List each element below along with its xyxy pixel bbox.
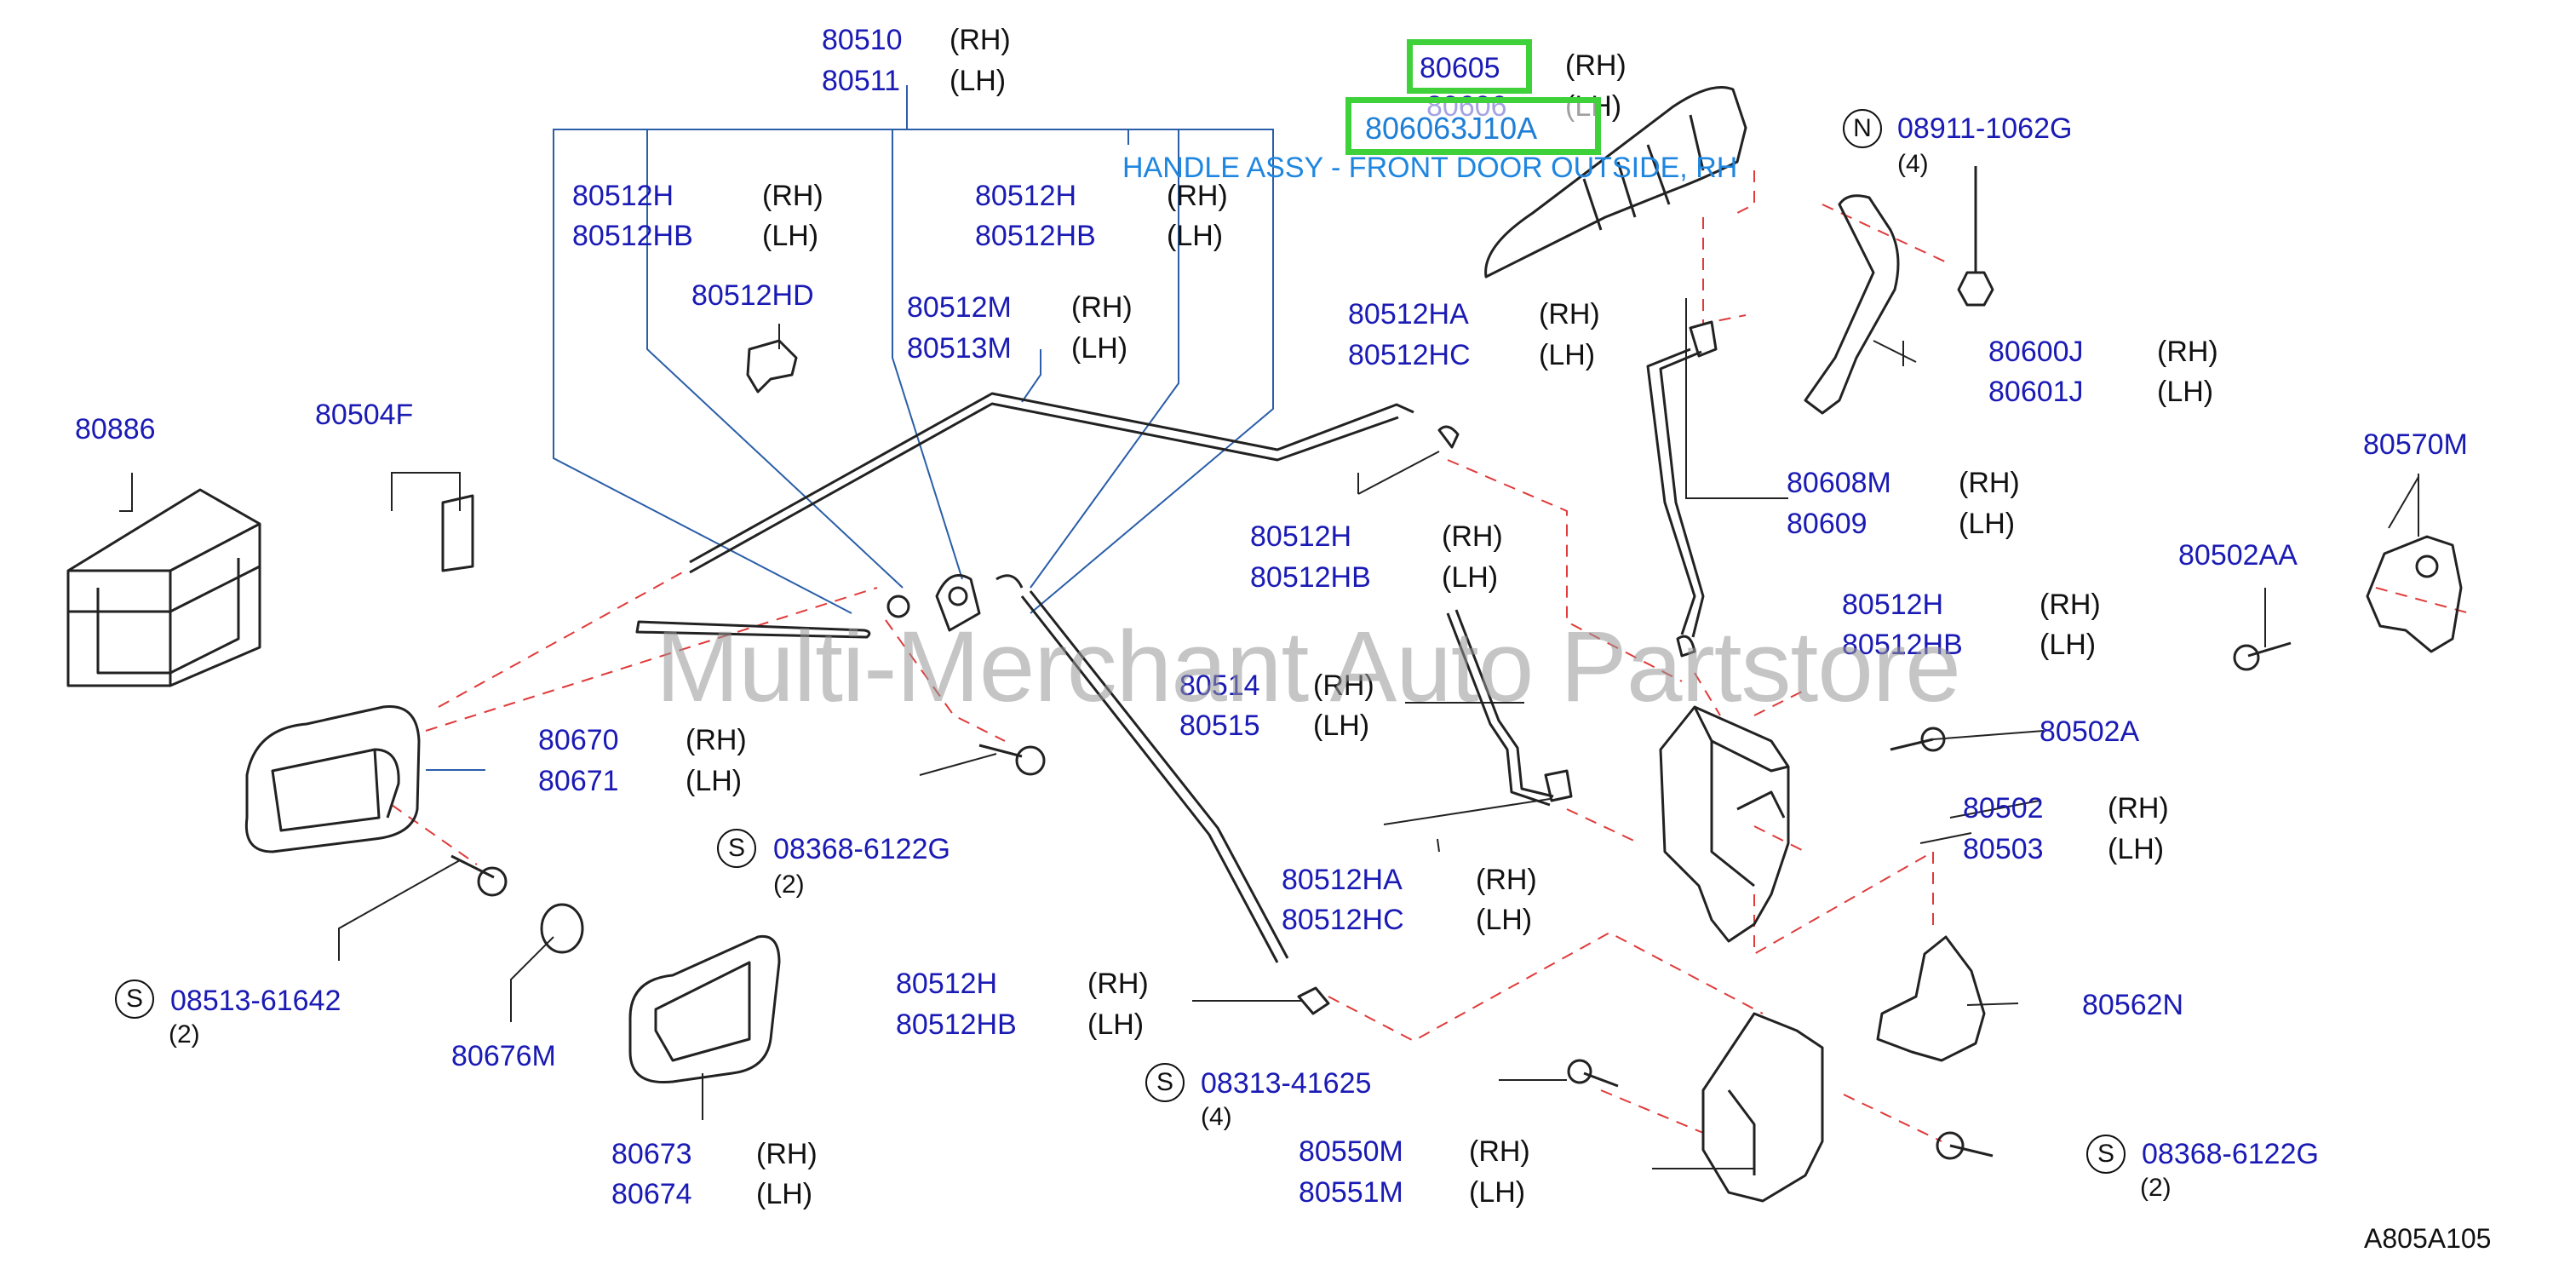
part-80512h-e[interactable]: 80512H — [896, 968, 998, 1000]
part-80512m[interactable]: 80512M — [907, 291, 1012, 324]
part-80608m-side: (RH) — [1959, 467, 2020, 499]
part-80503[interactable]: 80503 — [1963, 833, 2044, 865]
part-80512h-b[interactable]: 80512H — [975, 180, 1077, 212]
qty-08368-b: (2) — [2140, 1174, 2172, 1202]
part-80570m[interactable]: 80570M — [2363, 428, 2468, 461]
part-08911-1062g[interactable]: 08911-1062G — [1897, 112, 2073, 145]
part-80512hb-c[interactable]: 80512HB — [1250, 561, 1371, 594]
part-80674-side: (LH) — [756, 1178, 813, 1210]
part-80503-side: (LH) — [2108, 833, 2165, 865]
badge-screw-s-c: S — [1145, 1063, 1185, 1102]
qty-08513: (2) — [169, 1020, 200, 1049]
part-80512hc-b[interactable]: 80512HC — [1282, 904, 1404, 936]
part-80511[interactable]: 80511 — [822, 65, 901, 97]
diagram-reference: A805A105 — [2364, 1223, 2492, 1254]
part-80512h-d[interactable]: 80512H — [1842, 589, 1944, 621]
part-80600j-side: (RH) — [2157, 336, 2218, 368]
part-806063j10a: 806063J10A — [1365, 111, 1538, 146]
part-80673[interactable]: 80673 — [611, 1138, 692, 1170]
part-80511-side: (LH) — [950, 65, 1007, 97]
part-80502aa[interactable]: 80502AA — [2178, 539, 2298, 572]
part-80550m-side: (RH) — [1469, 1135, 1530, 1168]
part-80512h-d-side: (RH) — [2040, 589, 2101, 621]
part-80551m-side: (LH) — [1469, 1176, 1526, 1209]
part-80512hb-e-side: (LH) — [1087, 1008, 1145, 1041]
part-80676m[interactable]: 80676M — [451, 1040, 556, 1072]
part-80608m[interactable]: 80608M — [1787, 467, 1891, 499]
part-08368-6122g-b[interactable]: 08368-6122G — [2142, 1138, 2319, 1170]
part-80513m[interactable]: 80513M — [907, 332, 1012, 365]
part-80512h-a[interactable]: 80512H — [572, 180, 674, 212]
part-80605-side: (RH) — [1565, 49, 1626, 82]
highlight-80605[interactable]: 80605 — [1407, 39, 1532, 94]
part-80512h-b-side: (RH) — [1167, 180, 1228, 212]
part-80512hc-a-side: (LH) — [1539, 339, 1596, 371]
part-80512hb-d-side: (LH) — [2040, 629, 2097, 661]
part-80605: 80605 — [1420, 52, 1500, 84]
part-tooltip: HANDLE ASSY - FRONT DOOR OUTSIDE, RH — [1122, 152, 1738, 184]
part-80512hb-a[interactable]: 80512HB — [572, 220, 693, 252]
part-80512hb-d[interactable]: 80512HB — [1842, 629, 1963, 661]
qty-08368-a: (2) — [773, 870, 805, 899]
part-80670[interactable]: 80670 — [538, 724, 619, 756]
highlight-806063j10a[interactable]: 806063J10A — [1345, 97, 1601, 155]
part-80670-side: (RH) — [686, 724, 747, 756]
part-80514[interactable]: 80514 — [1179, 669, 1260, 702]
part-80512ha-a[interactable]: 80512HA — [1348, 298, 1469, 330]
part-80512hb-c-side: (LH) — [1442, 561, 1499, 594]
badge-nut-n: N — [1843, 109, 1882, 148]
part-80512ha-a-side: (RH) — [1539, 298, 1600, 330]
part-80504f[interactable]: 80504F — [315, 399, 414, 431]
qty-08911: (4) — [1897, 150, 1929, 178]
part-80512h-c[interactable]: 80512H — [1250, 520, 1352, 553]
part-80673-side: (RH) — [756, 1138, 818, 1170]
part-80512hc-a[interactable]: 80512HC — [1348, 339, 1471, 371]
part-80515[interactable]: 80515 — [1179, 710, 1260, 742]
part-80514-side: (RH) — [1313, 669, 1374, 702]
part-80512hd[interactable]: 80512HD — [691, 279, 814, 312]
part-80502-side: (RH) — [2108, 792, 2169, 824]
badge-screw-s-a: S — [717, 829, 756, 868]
part-80886[interactable]: 80886 — [75, 413, 156, 445]
part-80512hb-b-side: (LH) — [1167, 220, 1224, 252]
badge-screw-s-d: S — [2086, 1135, 2126, 1174]
part-80512hc-b-side: (LH) — [1476, 904, 1533, 936]
badge-screw-s-b: S — [115, 980, 154, 1019]
part-08313-41625[interactable]: 08313-41625 — [1201, 1067, 1372, 1100]
part-80562n[interactable]: 80562N — [2082, 989, 2184, 1021]
part-80512m-side: (RH) — [1071, 291, 1133, 324]
part-80551m[interactable]: 80551M — [1299, 1176, 1403, 1209]
watermark: Multi-Merchant Auto Partstore — [656, 611, 1961, 723]
part-80609-side: (LH) — [1959, 508, 2016, 540]
part-80512ha-b-side: (RH) — [1476, 864, 1537, 896]
part-80600j[interactable]: 80600J — [1988, 336, 2084, 368]
part-80550m[interactable]: 80550M — [1299, 1135, 1403, 1168]
part-80502a[interactable]: 80502A — [2040, 715, 2140, 748]
qty-08313: (4) — [1201, 1103, 1232, 1131]
part-80513m-side: (LH) — [1071, 332, 1128, 365]
part-80510[interactable]: 80510 — [822, 24, 903, 56]
part-80512hb-a-side: (LH) — [762, 220, 819, 252]
part-80510-side: (RH) — [950, 24, 1011, 56]
part-80512h-c-side: (RH) — [1442, 520, 1503, 553]
part-80512ha-b[interactable]: 80512HA — [1282, 864, 1403, 896]
part-80671-side: (LH) — [686, 765, 743, 797]
part-80512hb-b[interactable]: 80512HB — [975, 220, 1096, 252]
part-80609[interactable]: 80609 — [1787, 508, 1867, 540]
part-80502[interactable]: 80502 — [1963, 792, 2044, 824]
part-80512hb-e[interactable]: 80512HB — [896, 1008, 1017, 1041]
part-80512h-e-side: (RH) — [1087, 968, 1149, 1000]
part-80512h-a-side: (RH) — [762, 180, 823, 212]
part-08513-61642[interactable]: 08513-61642 — [170, 985, 341, 1017]
part-08368-6122g-a[interactable]: 08368-6122G — [773, 833, 950, 865]
part-80674[interactable]: 80674 — [611, 1178, 692, 1210]
part-80601j[interactable]: 80601J — [1988, 376, 2084, 408]
part-80671[interactable]: 80671 — [538, 765, 619, 797]
leader-80510 — [553, 85, 908, 614]
part-80601j-side: (LH) — [2157, 376, 2214, 408]
part-80515-side: (LH) — [1313, 710, 1370, 742]
